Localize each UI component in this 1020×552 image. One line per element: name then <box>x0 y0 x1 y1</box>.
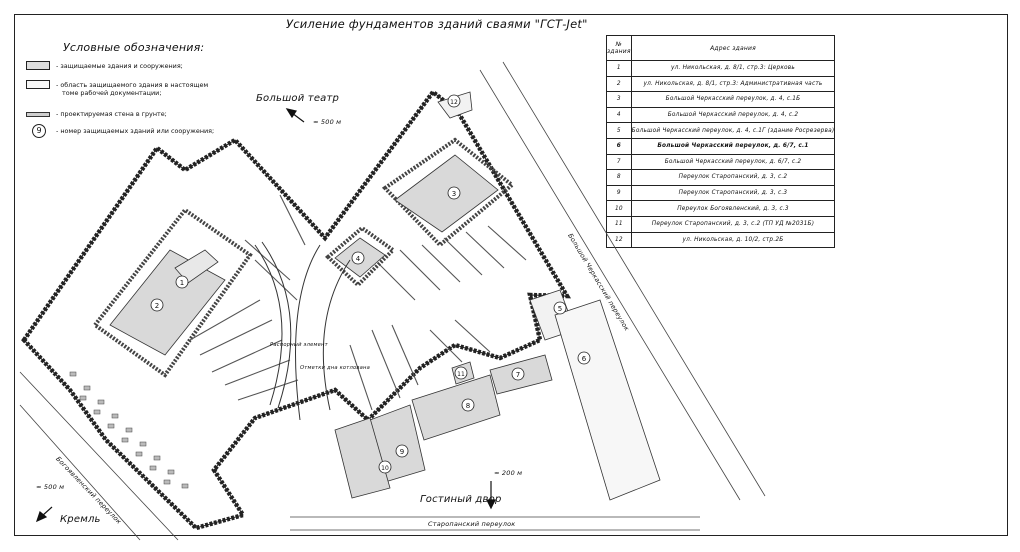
marker-label: 10 <box>381 465 389 472</box>
label-otmetki-dna: Отметки дна котлована <box>300 365 371 371</box>
number-circle-icon: 9 <box>32 124 46 138</box>
marker-label: 11 <box>457 371 465 378</box>
inner-wall-building-4 <box>324 225 397 288</box>
header-text: здания <box>607 48 631 55</box>
strut-ring <box>254 241 351 421</box>
marker-1: 1 <box>175 275 189 289</box>
street-edge-line <box>19 371 179 541</box>
inner-wall-building-1 <box>92 207 253 378</box>
marker-label: 8 <box>466 402 470 410</box>
label-staropansky-street: Старопанский переулок <box>428 520 516 528</box>
building-number-markers: 1 2 3 4 5 6 7 8 9 10 11 12 <box>150 94 591 474</box>
street-lines <box>19 61 766 541</box>
direction-arrows <box>36 108 496 523</box>
marker-10: 10 <box>378 460 392 474</box>
legend-text: - проектируемая стена в грунте; <box>56 110 167 118</box>
table-header-row: № здания Адрес здания <box>606 35 836 61</box>
legend-text: - номер защищаемых зданий или сооружения… <box>56 127 215 135</box>
marker-12: 12 <box>447 94 461 108</box>
building-3-footprint <box>394 154 499 233</box>
grey-swatch-icon <box>26 61 50 70</box>
drawing-frame <box>14 14 1008 536</box>
label-distance-kreml: ≈ 500 м <box>36 483 65 491</box>
marker-label: 1 <box>180 279 184 287</box>
marker-7: 7 <box>511 367 525 381</box>
marker-3: 3 <box>447 186 461 200</box>
marker-label: 2 <box>155 302 159 310</box>
marker-9: 9 <box>395 444 409 458</box>
building-10-footprint <box>334 417 391 499</box>
inner-walls <box>92 137 516 378</box>
street-edge-line <box>502 61 766 497</box>
slurry-wall-outline <box>21 88 572 531</box>
hatched-wall-icon <box>26 112 50 117</box>
marker-5: 5 <box>553 301 567 315</box>
excavation-boundary <box>23 91 568 529</box>
marker-6: 6 <box>577 351 591 365</box>
legend-text: - защищаемые здания и сооружения; <box>56 62 183 70</box>
marker-label: 6 <box>582 355 587 363</box>
light-swatch-icon <box>26 80 50 89</box>
marker-2: 2 <box>150 298 164 312</box>
strut-lines <box>189 194 527 411</box>
marker-label: 5 <box>558 305 562 313</box>
address-column-header: Адрес здания <box>630 35 836 61</box>
building-6-footprint <box>554 299 661 501</box>
label-distance-teatr: ≈ 500 м <box>313 118 342 126</box>
marker-label: 4 <box>356 255 361 263</box>
marker-11: 11 <box>454 366 468 380</box>
header-text: № <box>615 41 623 48</box>
address-cell: ул. Никольская, д. 10/2, стр.2Б <box>630 231 836 249</box>
marker-4: 4 <box>351 251 365 265</box>
building-8-footprint <box>411 374 501 441</box>
label-bolshoi-teatr: Большой театр <box>256 93 340 104</box>
pile-rows <box>69 371 189 489</box>
street-edge-line <box>479 69 741 501</box>
marker-8: 8 <box>461 398 475 412</box>
label-distance-gostiny: ≈ 200 м <box>494 469 523 477</box>
legend-text: томе рабочей документации; <box>62 89 162 97</box>
label-raspornoy-element: Распорный элемент <box>270 342 328 348</box>
label-kreml: Кремль <box>60 514 101 525</box>
legend-heading: Условные обозначения: <box>63 41 205 54</box>
marker-label: 7 <box>516 371 520 379</box>
inner-wall-building-3 <box>381 137 516 248</box>
marker-label: 12 <box>450 99 458 106</box>
marker-label: 3 <box>452 190 456 198</box>
drawing-title: Усиление фундаментов зданий сваями "ГСТ-… <box>286 17 588 31</box>
label-gostiny-dvor: Гостиный двор <box>420 494 502 505</box>
protected-buildings <box>109 91 661 501</box>
marker-label: 9 <box>400 448 404 456</box>
legend-text: - область защищаемого здания в настоящем <box>56 81 209 89</box>
street-edge-line <box>19 404 141 541</box>
